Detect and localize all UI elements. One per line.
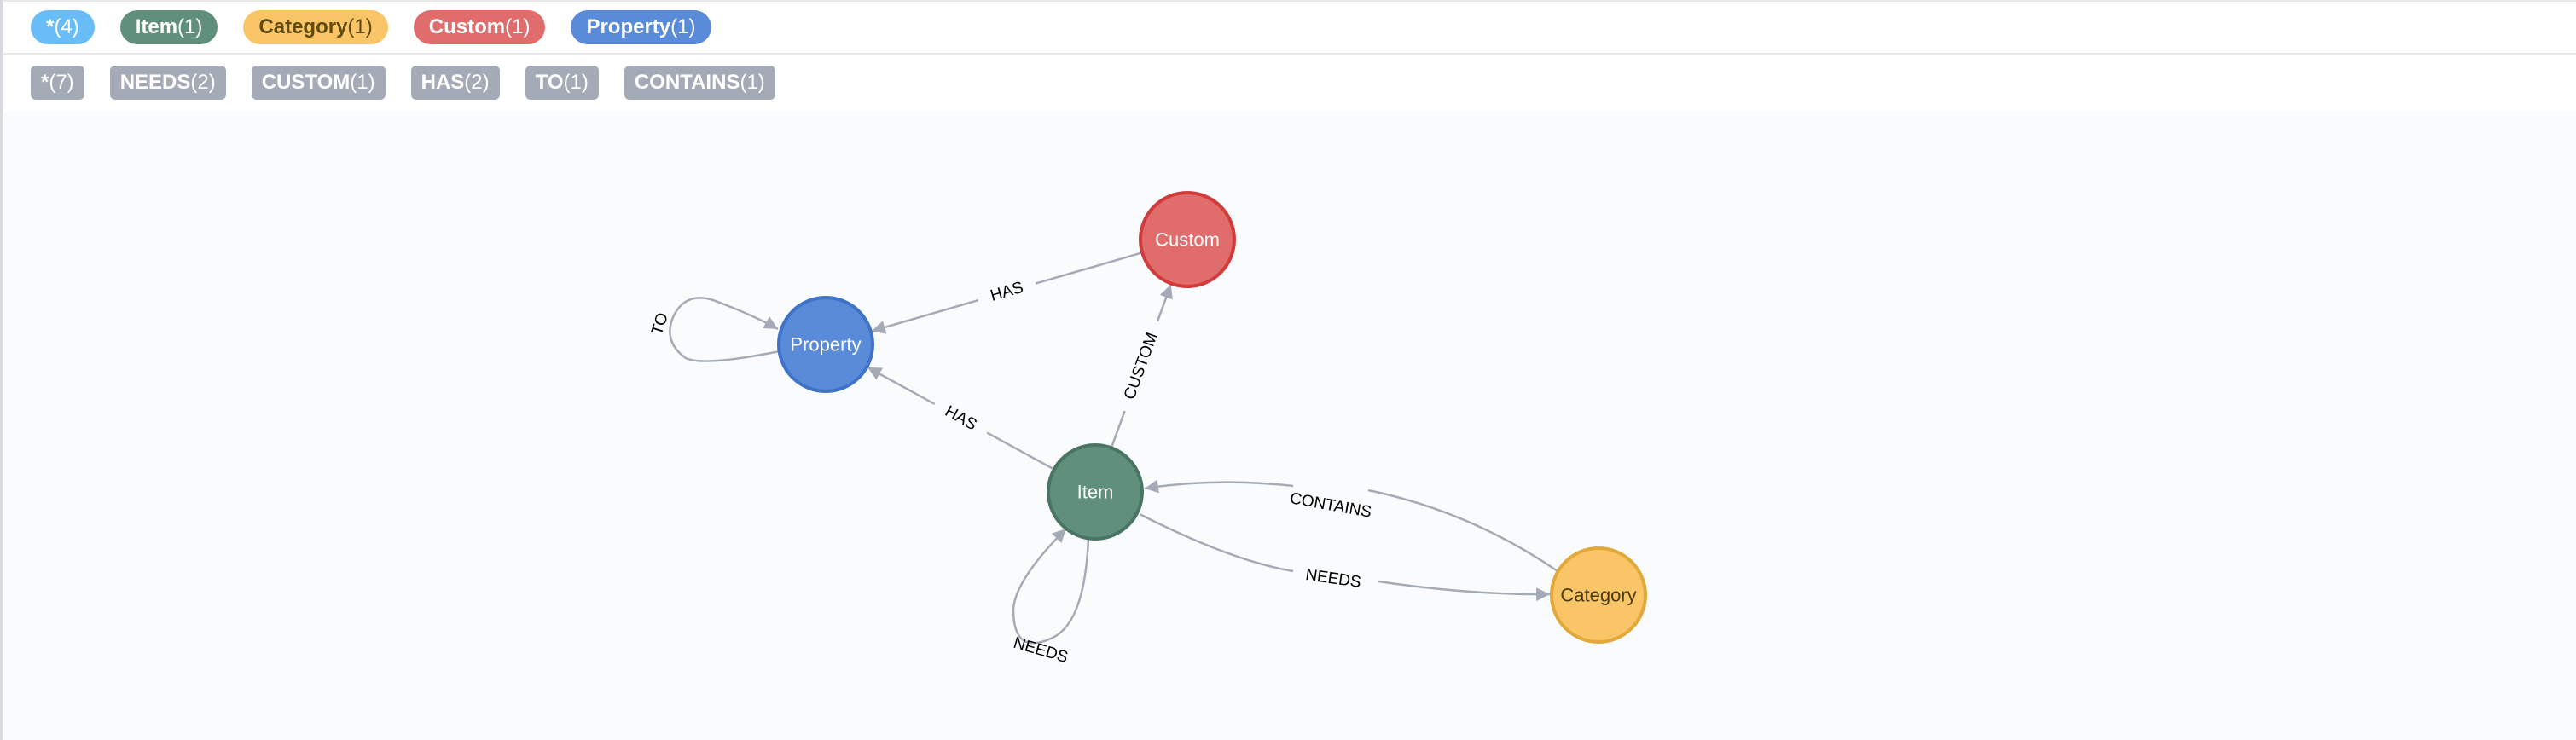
node-label-name: Property — [586, 15, 671, 38]
node-circle[interactable] — [777, 296, 874, 393]
node-label-count: (4) — [54, 15, 79, 38]
edge-line[interactable] — [1378, 580, 1551, 602]
node-circle[interactable] — [1139, 191, 1236, 288]
graph-node-custom[interactable]: Custom — [1139, 191, 1236, 288]
relationship-type-tag[interactable]: HAS(2) — [410, 66, 500, 100]
node-label-pill[interactable]: Category(1) — [243, 10, 388, 44]
relationship-type-count: (1) — [350, 71, 375, 94]
relationship-type-tag[interactable]: TO(1) — [525, 66, 599, 100]
edge-label: TO — [648, 310, 672, 337]
node-circle[interactable] — [1047, 443, 1144, 541]
node-label-bar: *(4)Item(1)Category(1)Custom(1)Property(… — [3, 0, 2576, 55]
node-caption: Custom — [1155, 229, 1220, 251]
edge-line[interactable] — [1139, 512, 1294, 573]
node-label-count: (1) — [670, 15, 696, 38]
relationship-type-tag[interactable]: CONTAINS(1) — [624, 66, 775, 100]
edge-label: HAS — [942, 402, 979, 434]
graph-node-property[interactable]: Property — [777, 296, 874, 393]
edge-label: NEEDS — [1304, 566, 1362, 592]
relationship-type-bar: *(7)NEEDS(2)CUSTOM(1)HAS(2)TO(1)CONTAINS… — [3, 55, 2576, 113]
edge-line[interactable] — [1110, 410, 1126, 448]
relationship-type-count: (1) — [563, 71, 589, 94]
edge-line[interactable] — [669, 297, 780, 362]
node-label-list: *(4)Item(1)Category(1)Custom(1)Property(… — [3, 10, 711, 44]
node-label-pill[interactable]: Property(1) — [571, 10, 711, 44]
relationship-type-list: *(7)NEEDS(2)CUSTOM(1)HAS(2)TO(1)CONTAINS… — [3, 66, 775, 100]
node-label-count: (1) — [347, 15, 373, 38]
relationship-type-tag[interactable]: CUSTOM(1) — [251, 66, 386, 100]
edge-label: NEEDS — [1012, 634, 1070, 667]
relationship-type-name: CONTAINS — [634, 71, 740, 94]
relationship-type-count: (2) — [464, 71, 490, 94]
node-label-pill[interactable]: Item(1) — [119, 10, 218, 44]
node-label-name: Custom — [428, 15, 506, 38]
relationship-type-name: * — [41, 71, 49, 94]
edge-line[interactable] — [1035, 251, 1143, 285]
edge-line[interactable] — [986, 431, 1055, 471]
graph-visualization[interactable]: HAS HAS CUSTOM CONTAINS NEEDS NEEDS TO Item Cust… — [3, 111, 2576, 740]
edge-line[interactable] — [871, 298, 979, 334]
edge-line[interactable] — [867, 366, 936, 406]
relationship-type-name: CUSTOM — [261, 71, 351, 94]
edge-line[interactable] — [1012, 528, 1090, 645]
node-label-count: (1) — [177, 15, 203, 38]
edge-line[interactable] — [1144, 479, 1294, 494]
relationship-type-tag[interactable]: NEEDS(2) — [109, 66, 226, 100]
page-left-border — [0, 0, 3, 740]
relationship-type-count: (2) — [190, 71, 216, 94]
node-label-name: * — [46, 15, 55, 38]
node-caption: Item — [1077, 482, 1114, 503]
node-caption: Property — [790, 334, 861, 356]
relationship-type-name: NEEDS — [119, 71, 191, 94]
node-circle[interactable] — [1550, 546, 1647, 644]
edge-line[interactable] — [1367, 489, 1558, 573]
edge-label: HAS — [989, 279, 1025, 305]
node-caption: Category — [1560, 585, 1636, 606]
relationship-type-tag[interactable]: *(7) — [31, 66, 84, 100]
node-label-name: Item — [135, 15, 178, 38]
graph-node-category[interactable]: Category — [1550, 546, 1647, 644]
node-label-pill[interactable]: *(4) — [31, 10, 95, 44]
node-label-count: (1) — [505, 15, 531, 38]
edge-line[interactable] — [1156, 284, 1173, 322]
graph-canvas[interactable]: HAS HAS CUSTOM CONTAINS NEEDS NEEDS TO Item Cust… — [3, 111, 2576, 740]
relationship-type-name: TO — [535, 71, 564, 94]
node-label-name: Category — [258, 15, 348, 38]
relationship-type-count: (1) — [740, 71, 765, 94]
relationship-type-count: (7) — [49, 71, 74, 94]
relationship-type-name: HAS — [421, 71, 465, 94]
edge-label: CONTAINS — [1289, 489, 1373, 521]
node-label-pill[interactable]: Custom(1) — [413, 10, 546, 44]
edge-label: CUSTOM — [1121, 330, 1162, 402]
graph-node-item[interactable]: Item — [1047, 443, 1144, 541]
